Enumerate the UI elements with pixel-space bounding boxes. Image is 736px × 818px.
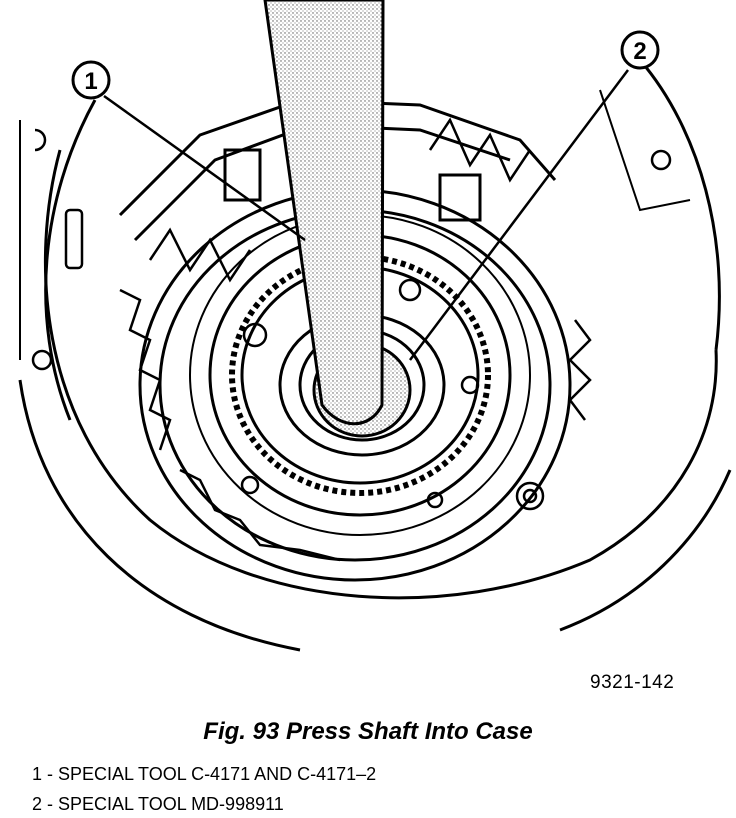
leader-lines [103, 69, 629, 361]
callout-1: 1 [71, 60, 111, 100]
figure-caption: Fig. 93 Press Shaft Into Case [203, 718, 533, 745]
press-shaft [263, 0, 385, 426]
legend-item-2: 2 - SPECIAL TOOL MD-998911 [32, 794, 284, 814]
legend-item-1: 1 - SPECIAL TOOL C-4171 AND C-4171–2 [32, 764, 377, 784]
gear-holes [240, 278, 480, 509]
svg-text:2: 2 [633, 38, 646, 65]
callout-2: 2 [620, 30, 660, 70]
case-bolt-holes [31, 128, 672, 511]
case-housing [18, 59, 732, 652]
svg-text:1: 1 [84, 68, 97, 95]
transmission-case-illustration: 1 2 [18, 0, 732, 652]
figure-number: 9321-142 [590, 672, 675, 693]
